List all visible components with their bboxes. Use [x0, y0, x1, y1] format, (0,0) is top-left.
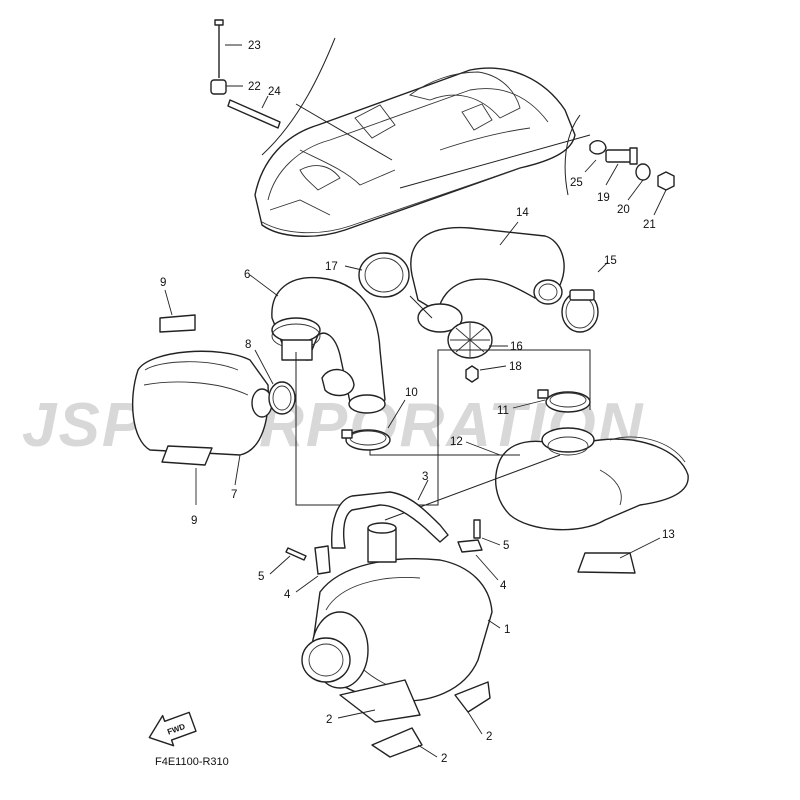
part-13-pad — [577, 552, 636, 574]
callout-numbers: 23 22 24 25 19 20 21 14 17 15 9 6 8 16 1… — [160, 40, 675, 765]
callout-8: 8 — [245, 339, 251, 351]
callout-4-left: 4 — [284, 589, 291, 601]
part-22-grommet — [210, 79, 227, 95]
part-23-rod — [214, 19, 224, 78]
callout-20: 20 — [617, 204, 630, 216]
callout-2-bottom: 2 — [441, 753, 447, 765]
callout-4-right: 4 — [500, 580, 507, 592]
part-14-intake-pipe — [410, 226, 565, 333]
part-1-air-filter — [301, 522, 493, 702]
part-8-clamp — [268, 381, 296, 415]
callout-2-left: 2 — [326, 714, 332, 726]
callout-2-right: 2 — [486, 731, 492, 743]
callout-18: 18 — [509, 361, 522, 373]
part-11-clamp — [537, 389, 591, 413]
part-18-nut — [465, 365, 479, 383]
callout-5-left: 5 — [258, 571, 264, 583]
part-4-bracket-left — [314, 545, 331, 575]
part-5-rivet-right — [473, 519, 481, 539]
part-16-screen — [447, 321, 493, 359]
part-17-flange-ring — [358, 252, 410, 298]
part-6-intake-duct — [271, 276, 386, 414]
part-15-clamp — [561, 289, 599, 333]
callout-24: 24 — [268, 86, 281, 98]
callout-17: 17 — [325, 261, 338, 273]
callout-9-upper: 9 — [160, 277, 166, 289]
fwd-arrow-icon: FWD — [148, 711, 197, 747]
callout-7: 7 — [231, 489, 237, 501]
part-21-nut — [657, 171, 675, 191]
part-2-pad-a — [339, 679, 421, 723]
part-2-pad-b — [454, 681, 491, 713]
callout-1: 1 — [504, 624, 510, 636]
part-10-clamp — [341, 429, 391, 451]
part-5-rivet-left — [285, 547, 307, 561]
part-9-pad-upper — [159, 314, 196, 333]
callout-11: 11 — [497, 405, 509, 417]
part-9-pad-lower — [161, 445, 213, 466]
watercraft-overview — [254, 67, 576, 238]
callout-9-lower: 9 — [191, 515, 197, 527]
part-3-strap — [330, 491, 449, 549]
callout-13: 13 — [662, 529, 675, 541]
callout-15: 15 — [604, 255, 617, 267]
callout-19: 19 — [597, 192, 610, 204]
callout-22: 22 — [248, 81, 261, 93]
part-4-bracket-right — [457, 539, 483, 553]
part-20-washer — [635, 163, 651, 181]
part-2-pad-c — [371, 727, 423, 758]
part-19-bolt — [605, 147, 638, 165]
part-24-cable-tie — [227, 99, 281, 129]
callout-16: 16 — [510, 341, 523, 353]
part-7-air-box — [132, 350, 273, 456]
callout-10: 10 — [405, 387, 418, 399]
callout-3: 3 — [422, 471, 428, 483]
callout-12: 12 — [450, 436, 463, 448]
callout-21: 21 — [643, 219, 656, 231]
callout-5-right: 5 — [503, 540, 509, 552]
callout-6: 6 — [244, 269, 250, 281]
callout-23: 23 — [248, 40, 261, 52]
part-25-clip — [589, 140, 607, 155]
callout-14: 14 — [516, 207, 529, 219]
part-8-band — [321, 368, 355, 397]
diagram-code: F4E1100-R310 — [155, 756, 229, 768]
callout-25: 25 — [570, 177, 583, 189]
part-12-resonator — [494, 427, 689, 531]
